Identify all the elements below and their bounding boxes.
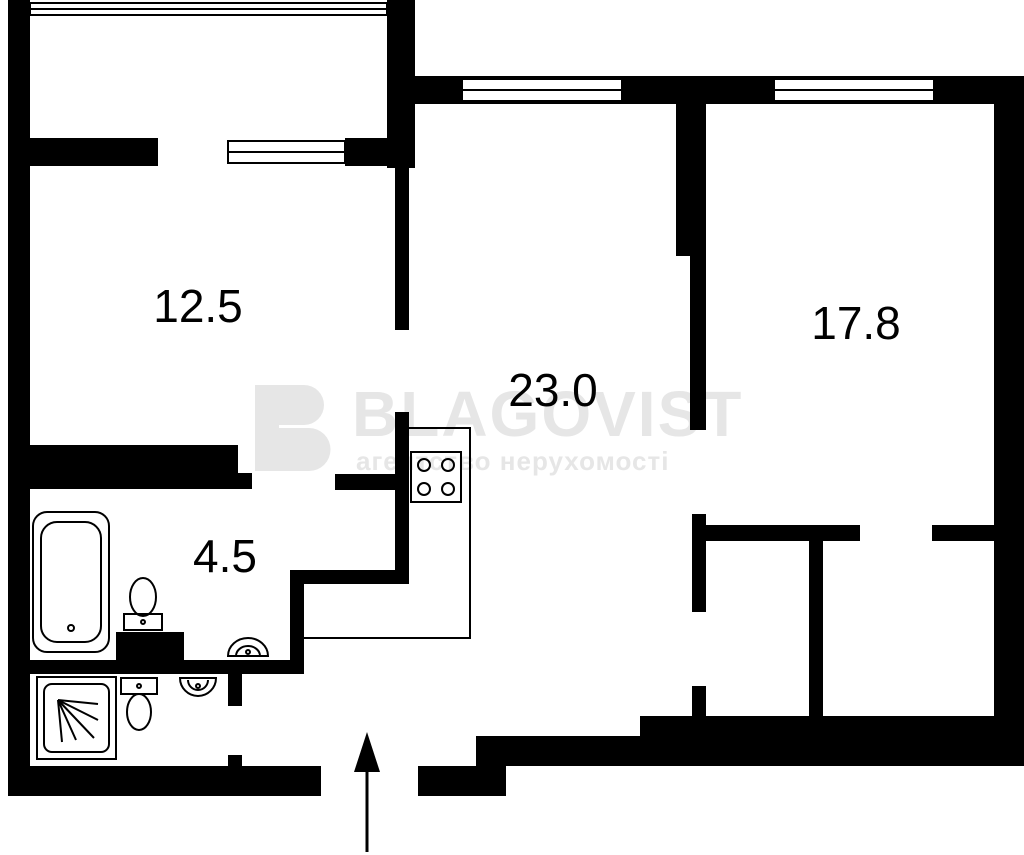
- watermark-brand: BLAGOVIST: [352, 378, 743, 450]
- kitchen-counter: [304, 427, 471, 639]
- area-label-bathroom: 4.5: [193, 530, 257, 582]
- area-label-living-kitchen: 23.0: [508, 364, 598, 416]
- wc-toilet-icon: [120, 677, 158, 731]
- bathtub-icon: [32, 511, 110, 653]
- window-right-room: [773, 78, 935, 102]
- toilet-icon: [123, 577, 163, 631]
- watermark: BLAGOVIST агентство нерухомості: [255, 378, 743, 476]
- windows: [29, 2, 935, 164]
- shower-tray-icon: [36, 676, 117, 760]
- area-label-room-right: 17.8: [811, 297, 901, 349]
- wc-sink-icon: [178, 677, 218, 697]
- entrance-arrow-icon: [354, 732, 380, 852]
- window-living: [461, 78, 623, 102]
- stove-icon: [410, 451, 462, 503]
- area-label-room-left: 12.5: [153, 280, 243, 332]
- watermark-logo-icon: [255, 385, 331, 471]
- window-balcony-door: [227, 140, 346, 164]
- sink-icon: [226, 637, 270, 657]
- window-balcony-top: [29, 2, 388, 16]
